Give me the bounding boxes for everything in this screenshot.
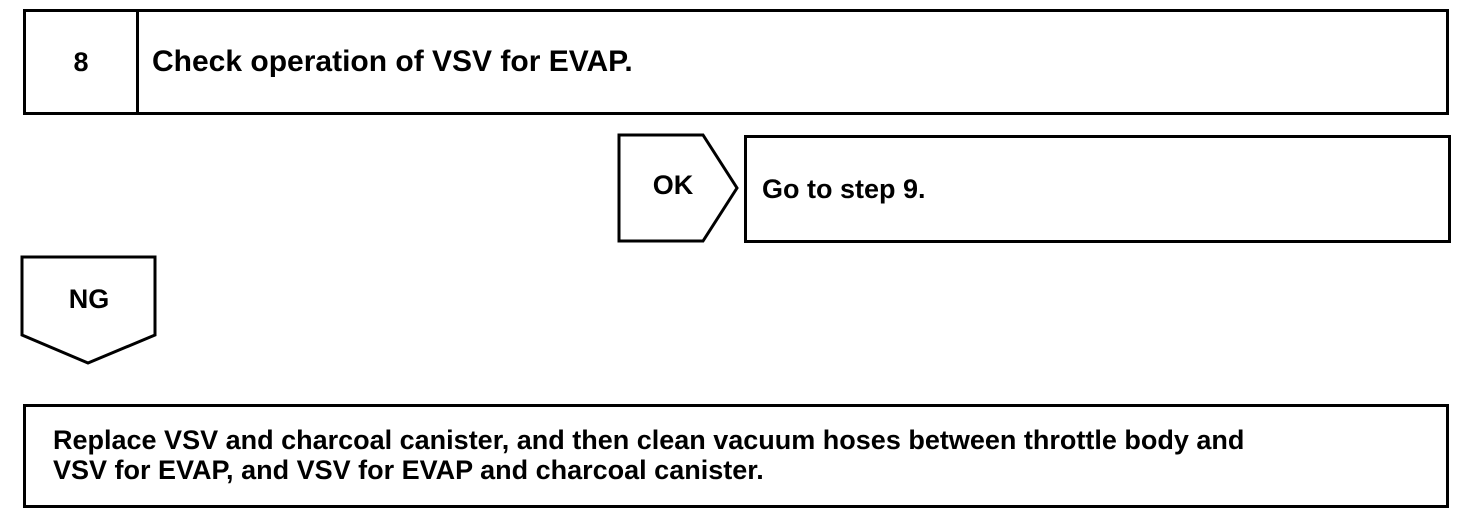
ok-action-text: Go to step 9. (762, 173, 926, 204)
ok-arrow-shape (617, 133, 739, 243)
step-number: 8 (26, 12, 139, 112)
ng-label: NG (68, 284, 110, 314)
ng-action-line-2: VSV for EVAP, and VSV for EVAP and charc… (53, 455, 764, 485)
step-title: Check operation of VSV for EVAP. (152, 45, 633, 78)
ok-label: OK (652, 170, 694, 200)
ng-arrow-shape (20, 255, 157, 365)
ok-action-box: Go to step 9. (744, 135, 1451, 243)
step-box: 8 Check operation of VSV for EVAP. (23, 9, 1449, 115)
ng-action-box: Replace VSV and charcoal canister, and t… (23, 404, 1449, 508)
ng-action-line-1: Replace VSV and charcoal canister, and t… (53, 425, 1245, 455)
